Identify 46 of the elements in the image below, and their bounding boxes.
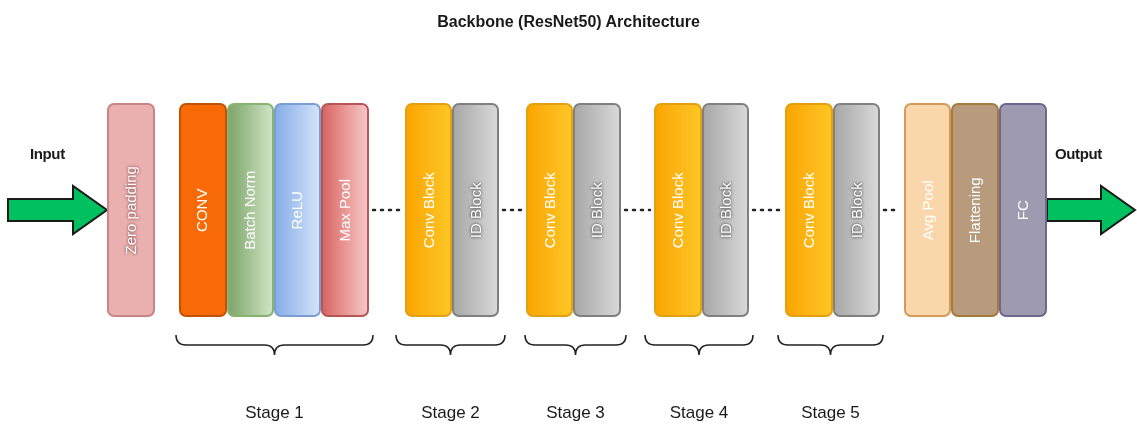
layer-block bbox=[227, 103, 274, 317]
layer-label: Conv Block bbox=[667, 172, 687, 248]
dotted-connector bbox=[751, 208, 783, 212]
layer-label: FC bbox=[1012, 200, 1032, 220]
dotted-connector bbox=[501, 208, 524, 212]
block-arrow bbox=[7, 184, 109, 236]
layer-block bbox=[951, 103, 999, 317]
layer-label: ID Block bbox=[586, 182, 606, 238]
dotted-connector bbox=[623, 208, 652, 212]
layer-block bbox=[999, 103, 1047, 317]
stage-label: Stage 1 bbox=[245, 402, 304, 424]
block-arrow bbox=[1046, 184, 1137, 236]
layer-block bbox=[405, 103, 452, 317]
layer-label: Flattening bbox=[964, 177, 984, 243]
layer-block bbox=[785, 103, 833, 317]
dotted-connector bbox=[371, 208, 403, 212]
layer-label: CONV bbox=[192, 188, 212, 232]
stage-label: Stage 4 bbox=[669, 402, 729, 424]
layer-label: ID Block bbox=[846, 182, 866, 238]
layer-label: Conv Block bbox=[798, 172, 818, 248]
layer-block bbox=[107, 103, 155, 317]
layer-block bbox=[573, 103, 621, 317]
layer-block bbox=[179, 103, 227, 317]
stage-label: Stage 3 bbox=[546, 402, 605, 424]
layer-label: Conv Block bbox=[418, 172, 438, 248]
layer-block bbox=[321, 103, 369, 317]
stage-label: Stage 2 bbox=[421, 402, 480, 424]
layer-label: ID Block bbox=[715, 182, 735, 238]
diagram-title: Backbone (ResNet50) Architecture bbox=[436, 12, 701, 32]
layer-label: ReLU bbox=[287, 190, 307, 230]
layer-label: ID Block bbox=[465, 182, 485, 238]
stage-label: Stage 5 bbox=[801, 402, 860, 424]
edge-label: Output bbox=[1055, 144, 1102, 164]
layer-block bbox=[452, 103, 499, 317]
layer-label: Zero padding bbox=[120, 165, 140, 255]
edge-label: Input bbox=[30, 144, 65, 164]
layer-block bbox=[526, 103, 573, 317]
layer-block bbox=[833, 103, 880, 317]
layer-label: Conv Block bbox=[539, 172, 559, 248]
layer-label: Max Pool bbox=[334, 178, 354, 242]
layer-block bbox=[654, 103, 702, 317]
layer-block bbox=[904, 103, 951, 317]
layer-block bbox=[702, 103, 749, 317]
layer-block bbox=[274, 103, 321, 317]
layer-label: Avg Pool bbox=[917, 180, 937, 240]
layer-label: Batch Norm bbox=[240, 170, 260, 250]
